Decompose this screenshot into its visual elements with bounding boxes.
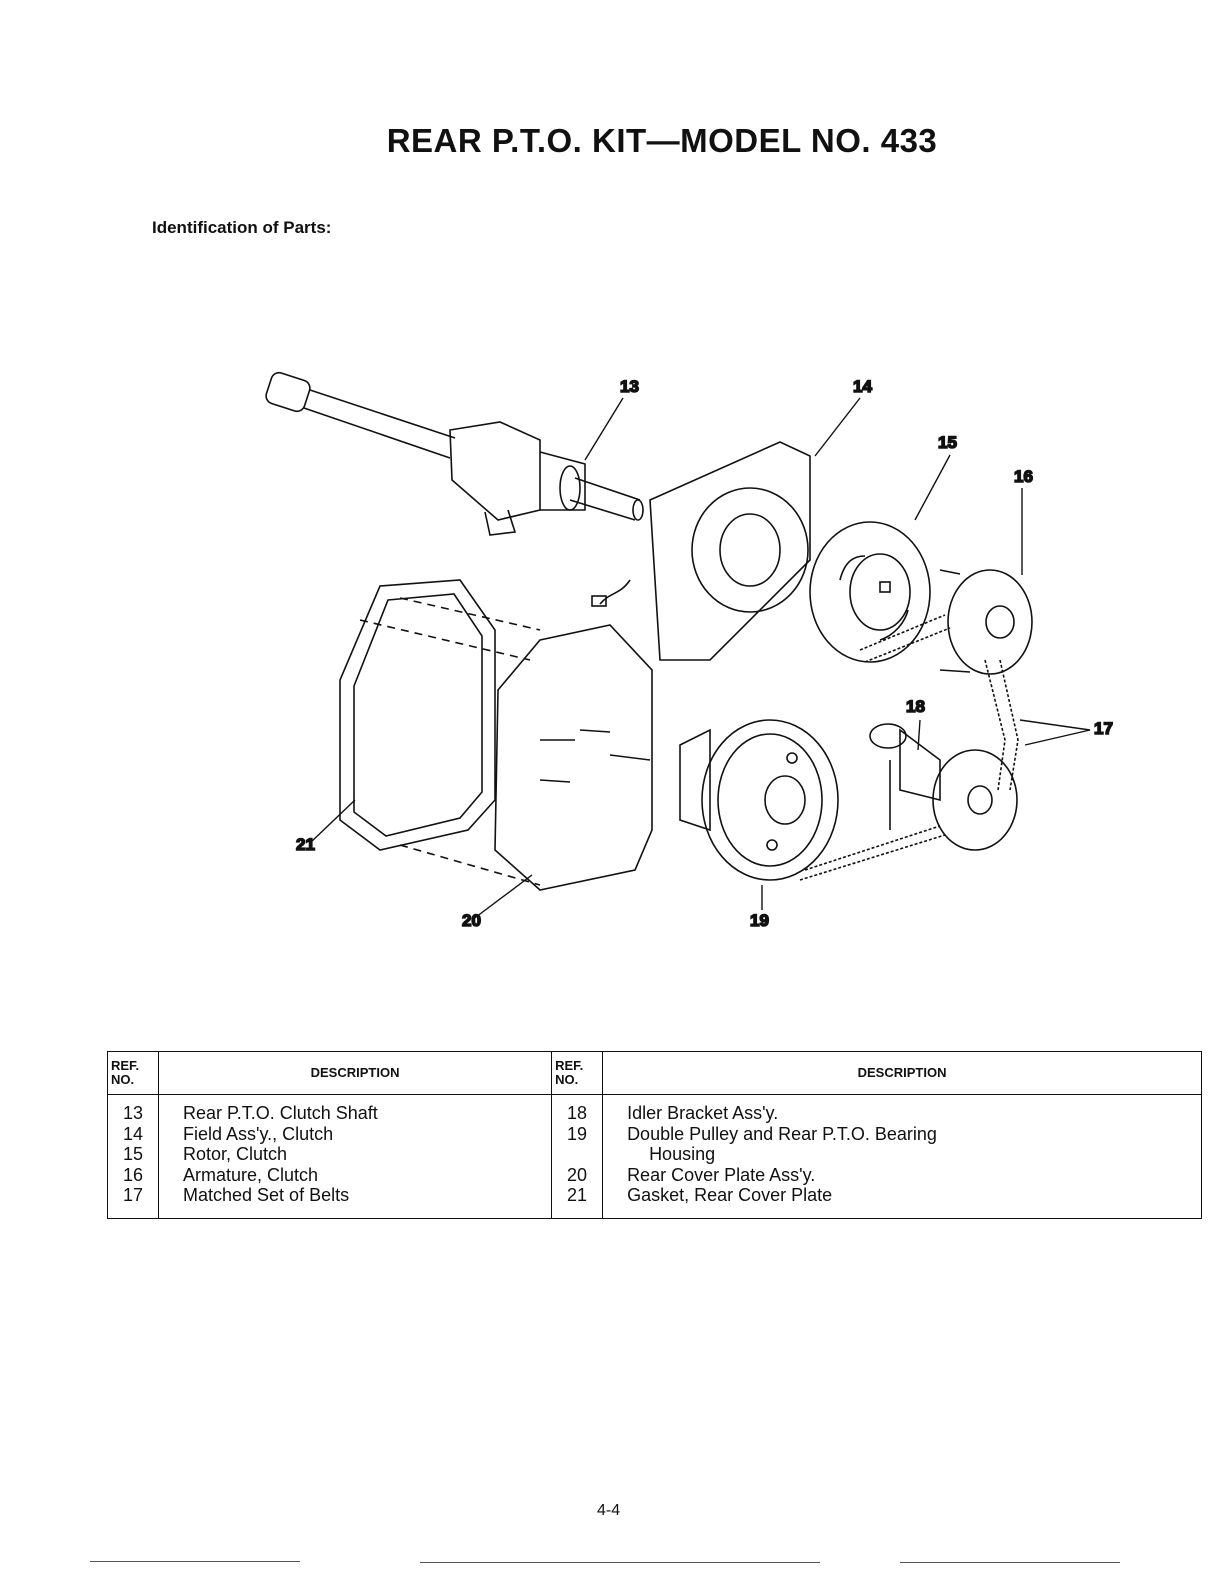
leader-lines — [309, 397, 1091, 921]
part-description: Idler Bracket Ass'y. — [602, 1094, 1202, 1124]
ref-header-line1: REF. — [111, 1058, 140, 1073]
part-description: Rear Cover Plate Ass'y. — [602, 1164, 1202, 1185]
ref-no-header: REF. NO. — [107, 1051, 159, 1095]
part-description: Field Ass'y., Clutch — [157, 1123, 552, 1144]
page-number: 4-4 — [597, 1502, 621, 1519]
ref-number: 18 — [551, 1094, 603, 1124]
ref-number: 20 — [551, 1164, 603, 1185]
callout-20: 20 — [462, 911, 481, 930]
callout-13: 13 — [620, 377, 639, 396]
page-title: REAR P.T.O. KIT—MODEL NO. 433 — [386, 122, 938, 159]
ref-number: 19 — [551, 1123, 603, 1144]
footer-rule — [90, 1561, 300, 1562]
ref-number: 13 — [122, 1103, 144, 1123]
ref-header-line2: NO. — [111, 1072, 135, 1087]
ref-number: 17 — [122, 1185, 144, 1205]
rear-cover-gasket-part — [339, 579, 541, 886]
ref-number: 15 — [122, 1144, 144, 1164]
parts-table-header: REF. NO. DESCRIPTION REF. NO. DESCRIPTIO… — [107, 1051, 1202, 1095]
clutch-armature-part — [939, 569, 1033, 675]
callout-15: 15 — [938, 433, 957, 452]
part-description: Gasket, Rear Cover Plate — [602, 1185, 1202, 1218]
part-description: Rear P.T.O. Clutch Shaft — [157, 1094, 552, 1124]
idler-bracket-part — [869, 723, 1018, 851]
description-header: DESCRIPTION — [602, 1051, 1202, 1095]
footer-rule — [900, 1562, 1120, 1563]
ref-no-header: REF. NO. — [551, 1051, 603, 1095]
part-description: Rotor, Clutch — [157, 1144, 552, 1165]
footer-rule — [420, 1562, 820, 1563]
double-pulley-part — [679, 719, 839, 881]
part-description: Armature, Clutch — [157, 1164, 552, 1185]
table-row: 17 Matched Set of Belts 21 Gasket, Rear … — [108, 1185, 1202, 1218]
ref-number: 14 — [122, 1123, 144, 1144]
ref-number — [551, 1144, 603, 1165]
callout-19: 19 — [750, 911, 769, 930]
table-row: 13 Rear P.T.O. Clutch Shaft 18 Idler Bra… — [108, 1094, 1202, 1124]
parts-table: REF. NO. DESCRIPTION REF. NO. DESCRIPTIO… — [107, 1051, 1202, 1219]
clutch-rotor-part — [809, 521, 931, 663]
table-row: 15 Rotor, Clutch Housing — [108, 1144, 1202, 1165]
field-assembly-part — [591, 441, 811, 661]
ref-number: 21 — [551, 1185, 603, 1218]
callout-14: 14 — [853, 377, 872, 396]
description-header: DESCRIPTION — [157, 1051, 552, 1095]
section-subtitle: Identification of Parts: — [152, 218, 332, 237]
ref-header-line1: REF. — [555, 1058, 584, 1073]
exploded-parts-diagram: 13 14 15 16 17 18 19 20 21 — [240, 360, 1120, 940]
ref-number: 16 — [122, 1164, 144, 1185]
clutch-shaft-part — [265, 371, 644, 536]
part-description: Double Pulley and Rear P.T.O. Bearing — [602, 1123, 1202, 1144]
description-continuation: Housing — [649, 1144, 716, 1164]
part-description: Matched Set of Belts — [157, 1185, 552, 1218]
callout-21: 21 — [296, 835, 315, 854]
callout-16: 16 — [1014, 467, 1033, 486]
matched-belts-part — [799, 614, 1019, 881]
callout-17: 17 — [1094, 719, 1113, 738]
rear-cover-plate-part — [494, 624, 653, 891]
table-row: 16 Armature, Clutch 20 Rear Cover Plate … — [108, 1164, 1202, 1185]
ref-header-line2: NO. — [555, 1072, 579, 1087]
part-description-continued: Housing — [602, 1144, 1202, 1165]
callout-18: 18 — [906, 697, 925, 716]
table-row: 14 Field Ass'y., Clutch 19 Double Pulley… — [108, 1123, 1202, 1144]
